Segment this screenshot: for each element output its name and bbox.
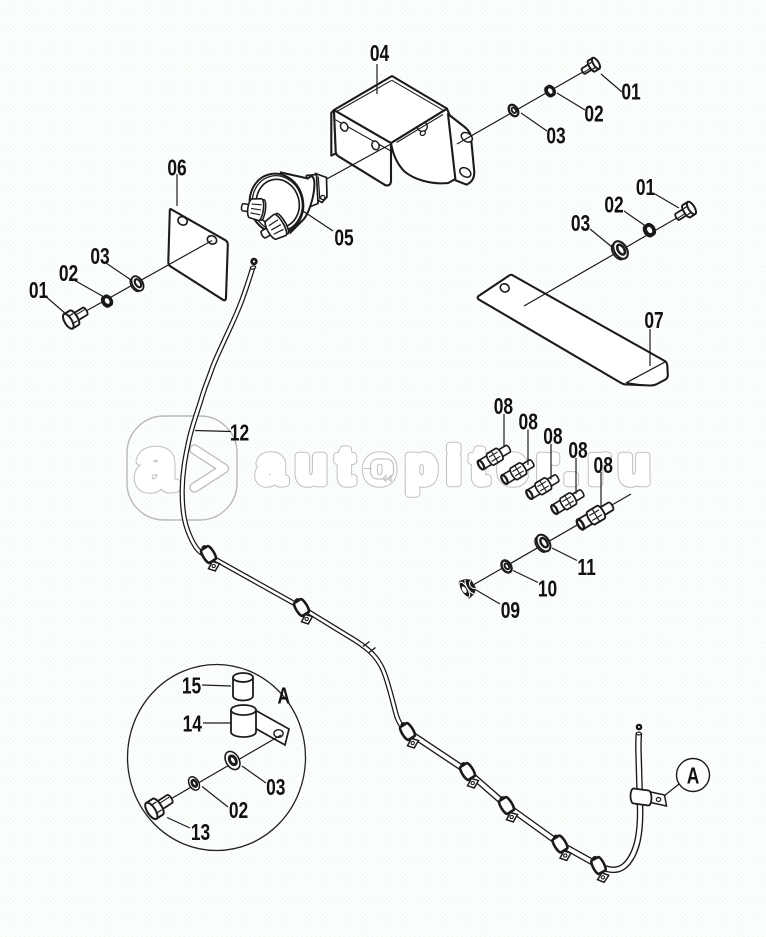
svg-text:12: 12 bbox=[230, 420, 249, 446]
svg-text:01: 01 bbox=[621, 79, 640, 105]
svg-text:04: 04 bbox=[370, 40, 390, 66]
svg-text:13: 13 bbox=[191, 820, 210, 846]
svg-text:08: 08 bbox=[594, 452, 613, 478]
svg-text:08: 08 bbox=[543, 424, 562, 450]
svg-text:01: 01 bbox=[636, 174, 655, 200]
svg-text:14: 14 bbox=[183, 711, 203, 737]
svg-text:autopiter.ru: autopiter.ru bbox=[257, 437, 660, 494]
svg-text:03: 03 bbox=[571, 210, 590, 236]
svg-text:15: 15 bbox=[182, 673, 201, 699]
svg-text:09: 09 bbox=[501, 598, 520, 624]
svg-text:08: 08 bbox=[519, 409, 538, 435]
svg-text:03: 03 bbox=[266, 775, 285, 801]
svg-text:autopiter.ru: autopiter.ru bbox=[257, 437, 660, 494]
svg-text:a: a bbox=[136, 425, 177, 505]
svg-text:02: 02 bbox=[604, 192, 623, 218]
svg-text:07: 07 bbox=[644, 307, 663, 333]
svg-text:02: 02 bbox=[229, 798, 248, 824]
svg-text:08: 08 bbox=[494, 393, 513, 419]
svg-text:10: 10 bbox=[538, 576, 557, 602]
svg-text:02: 02 bbox=[59, 260, 78, 286]
svg-text:a: a bbox=[136, 425, 177, 505]
svg-text:03: 03 bbox=[90, 243, 109, 269]
svg-text:05: 05 bbox=[334, 225, 353, 251]
svg-text:11: 11 bbox=[577, 555, 595, 581]
svg-text:08: 08 bbox=[568, 438, 587, 464]
svg-text:03: 03 bbox=[546, 123, 565, 149]
svg-text:A: A bbox=[278, 683, 291, 709]
svg-text:01: 01 bbox=[29, 277, 48, 303]
svg-text:06: 06 bbox=[167, 155, 186, 181]
svg-text:A: A bbox=[687, 763, 700, 789]
svg-text:02: 02 bbox=[584, 101, 603, 127]
